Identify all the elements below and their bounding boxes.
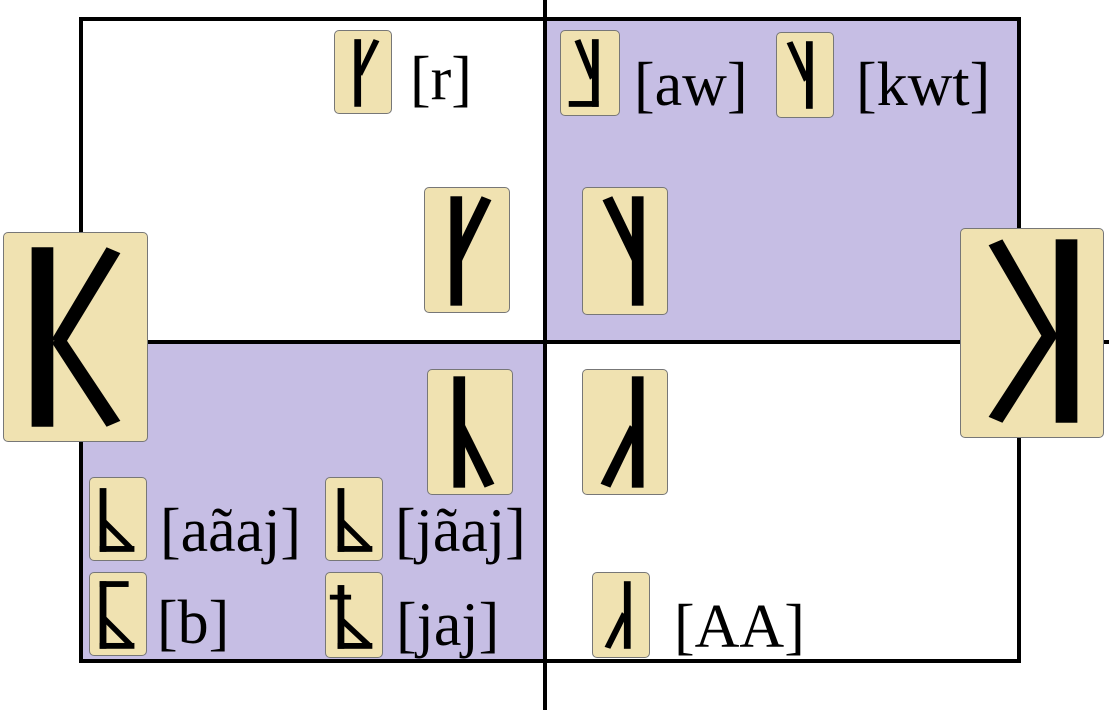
rune-tile-aw	[560, 30, 620, 116]
horizontal-divider	[79, 340, 1109, 344]
rune-tile-lower-branch	[427, 369, 513, 495]
label-AA: [AA]	[674, 593, 805, 661]
upper-right-branch-rune-icon	[602, 196, 644, 306]
kwt-rune-icon	[786, 41, 813, 109]
rune-tile-upper-branch	[424, 187, 510, 313]
rune-tile-large-right	[960, 228, 1104, 438]
label-r: [r]	[410, 45, 472, 113]
rune-tile-lower-right-branch	[582, 369, 668, 495]
rune-tile-jaj-nasal	[325, 477, 383, 561]
lower-branch-rune-icon	[453, 376, 495, 488]
jaj-nasal-rune-icon	[337, 488, 373, 552]
rune-tile-jaj	[325, 572, 383, 658]
label-kwt: [kwt]	[856, 51, 991, 119]
lower-right-branch-rune-icon	[600, 376, 644, 488]
aaj-rune-icon	[99, 488, 135, 552]
rune-tile-large-left	[3, 232, 148, 442]
kaun-rune-icon	[31, 247, 121, 427]
AA-rune-icon	[604, 581, 631, 649]
rune-tile-upper-right-branch	[582, 187, 668, 315]
rune-tile-aaj	[89, 477, 147, 561]
aw-rune-icon	[568, 39, 599, 107]
rune-tile-AA	[592, 572, 650, 658]
label-aaj: [aãaj]	[160, 497, 302, 565]
rune-tile-r	[334, 30, 392, 114]
mirrored-kaun-rune-icon	[988, 239, 1078, 423]
rune-tile-b	[89, 572, 147, 656]
jaj-rune-icon	[329, 585, 373, 649]
rune-tile-kwt	[776, 32, 834, 118]
upper-branch-rune-icon	[450, 196, 492, 306]
b-rune-icon	[99, 581, 135, 649]
r-rune-icon	[354, 39, 380, 107]
vertical-divider	[543, 0, 547, 710]
label-aw: [aw]	[634, 51, 748, 119]
label-jaj: [jaj]	[396, 591, 500, 659]
label-b: [b]	[157, 589, 230, 657]
label-jaj-nasal: [jãaj]	[395, 497, 526, 565]
